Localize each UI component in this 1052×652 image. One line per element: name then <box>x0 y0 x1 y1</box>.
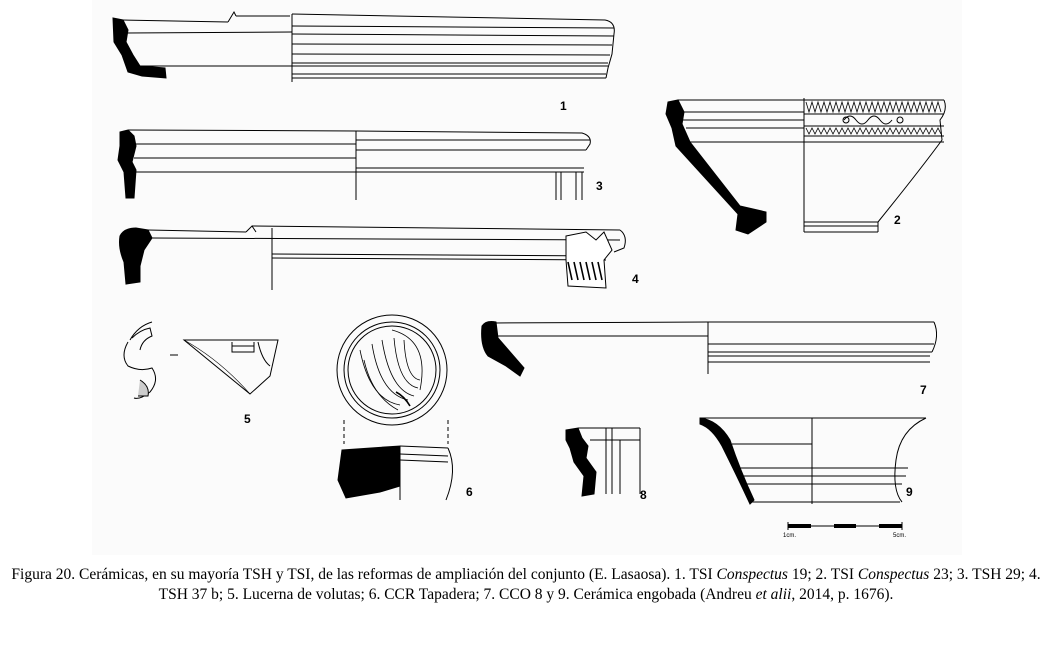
caption-text-3: 23; 3. TSH 29; 4. TSH 37 b; 5. Lucerna d… <box>158 566 1041 603</box>
scale-label-left: 1cm. <box>783 533 796 539</box>
ceramics-figure: 1cm. 5cm. 1 2 3 4 5 6 7 8 9 <box>112 10 946 539</box>
scale-label-right: 5cm. <box>893 533 906 539</box>
caption-italic-3: et alii <box>755 585 792 603</box>
caption-text-1: Figura 20. Cerámicas, en su mayoría TSH … <box>11 566 717 583</box>
vessel-6-drawing <box>336 314 453 501</box>
vessel-2-drawing <box>665 98 946 235</box>
figure-caption: Figura 20. Cerámicas, en su mayoría TSH … <box>10 565 1042 604</box>
vessel-1-drawing <box>112 10 615 82</box>
figure-number-7: 7 <box>920 383 927 397</box>
figure-number-5: 5 <box>244 412 251 426</box>
figure-number-9: 9 <box>906 485 913 499</box>
figure-number-8: 8 <box>640 488 647 502</box>
figure-number-4: 4 <box>632 272 639 286</box>
figure-number-1: 1 <box>560 99 567 113</box>
figure-number-3: 3 <box>596 179 603 193</box>
caption-italic-2: Conspectus <box>857 566 930 583</box>
caption-text-4: , 2014, p. 1676). <box>791 585 894 603</box>
vessel-7-drawing <box>481 321 938 377</box>
vessel-3-drawing <box>117 129 591 200</box>
vessel-5-drawing <box>123 321 279 399</box>
scale-bar: 1cm. 5cm. <box>783 522 906 539</box>
caption-italic-1: Conspectus <box>716 566 788 583</box>
caption-text-2: 19; 2. TSI <box>787 566 858 583</box>
vessel-8-drawing <box>565 427 641 497</box>
vessel-4-drawing <box>119 225 626 290</box>
figure-number-6: 6 <box>466 485 473 499</box>
vessel-9-drawing <box>699 417 927 505</box>
figure-number-2: 2 <box>894 213 901 227</box>
